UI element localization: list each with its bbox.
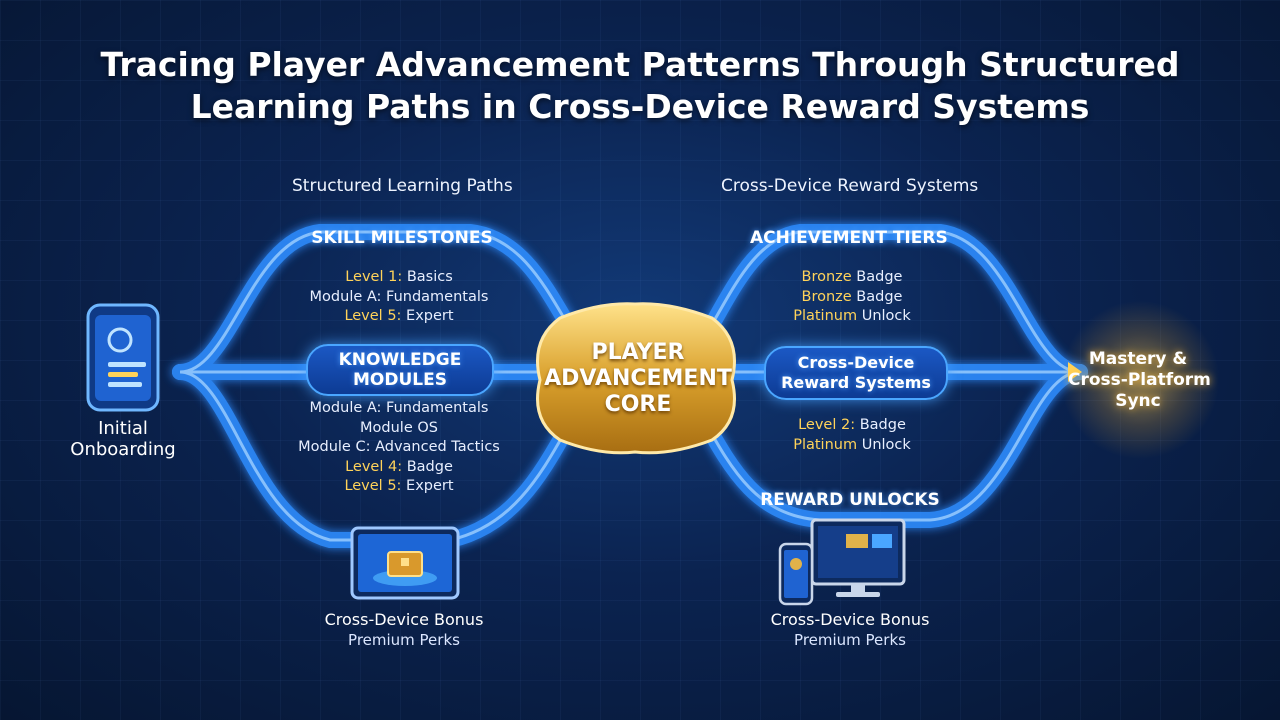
list-item: Module A: Fundamentals bbox=[309, 400, 489, 416]
list-item: Level 2: Badge bbox=[798, 417, 906, 433]
right-bonus-label: Cross-Device Bonus Premium Perks bbox=[770, 610, 930, 649]
core-badge bbox=[536, 302, 736, 455]
list-item: Level 5: Expert bbox=[344, 308, 454, 324]
treasure-chest-tablet-icon bbox=[350, 526, 460, 600]
core-node-label: PLAYER ADVANCEMENT CORE bbox=[544, 340, 732, 417]
list-item: Module A: Fundamentals bbox=[309, 288, 489, 305]
start-node-label: Initial Onboarding bbox=[70, 418, 176, 460]
list-item: Module C: Advanced Tactics bbox=[298, 439, 500, 455]
knowledge-modules-pill: KNOWLEDGE MODULES bbox=[306, 344, 494, 396]
mastery-glow bbox=[1060, 300, 1220, 460]
list-item: Level 5: Expert bbox=[344, 478, 454, 494]
mastery-node-label: Mastery & Cross-Platform Sync bbox=[1068, 349, 1211, 411]
list-item: Bronze Badge bbox=[801, 288, 903, 305]
right-section-label: Cross-Device Reward Systems bbox=[721, 176, 979, 196]
list-item: Level 1: Basics bbox=[345, 269, 453, 285]
cross-device-rewards-list: Level 2: Badge Platinum Unlock bbox=[742, 416, 962, 455]
list-item: Bronze Badge bbox=[801, 269, 903, 285]
knowledge-modules-list: Module A: Fundamentals Module OS Module … bbox=[290, 399, 508, 497]
multi-device-icon bbox=[778, 518, 906, 606]
left-section-label: Structured Learning Paths bbox=[292, 176, 513, 196]
reward-unlocks-label: REWARD UNLOCKS bbox=[760, 490, 940, 510]
skill-milestones-label: SKILL MILESTONES bbox=[311, 228, 493, 248]
achievement-tiers-list: Bronze Badge Bronze Badge Platinum Unloc… bbox=[742, 268, 962, 327]
cross-device-rewards-pill: Cross-Device Reward Systems bbox=[764, 346, 948, 400]
skill-milestones-list: Level 1: Basics Module A: Fundamentals L… bbox=[290, 268, 508, 327]
title-line-2: Learning Paths in Cross-Device Reward Sy… bbox=[190, 87, 1090, 126]
list-item: Platinum Unlock bbox=[793, 436, 911, 453]
list-item: Platinum Unlock bbox=[793, 308, 911, 324]
smartphone-icon bbox=[86, 303, 160, 412]
left-bonus-label: Cross-Device Bonus Premium Perks bbox=[324, 610, 484, 649]
list-item: Module OS bbox=[360, 419, 438, 436]
achievement-tiers-label: ACHIEVEMENT TIERS bbox=[750, 228, 948, 248]
page-title: Tracing Player Advancement Patterns Thro… bbox=[0, 44, 1280, 128]
title-line-1: Tracing Player Advancement Patterns Thro… bbox=[100, 45, 1180, 84]
list-item: Level 4: Badge bbox=[345, 458, 453, 475]
